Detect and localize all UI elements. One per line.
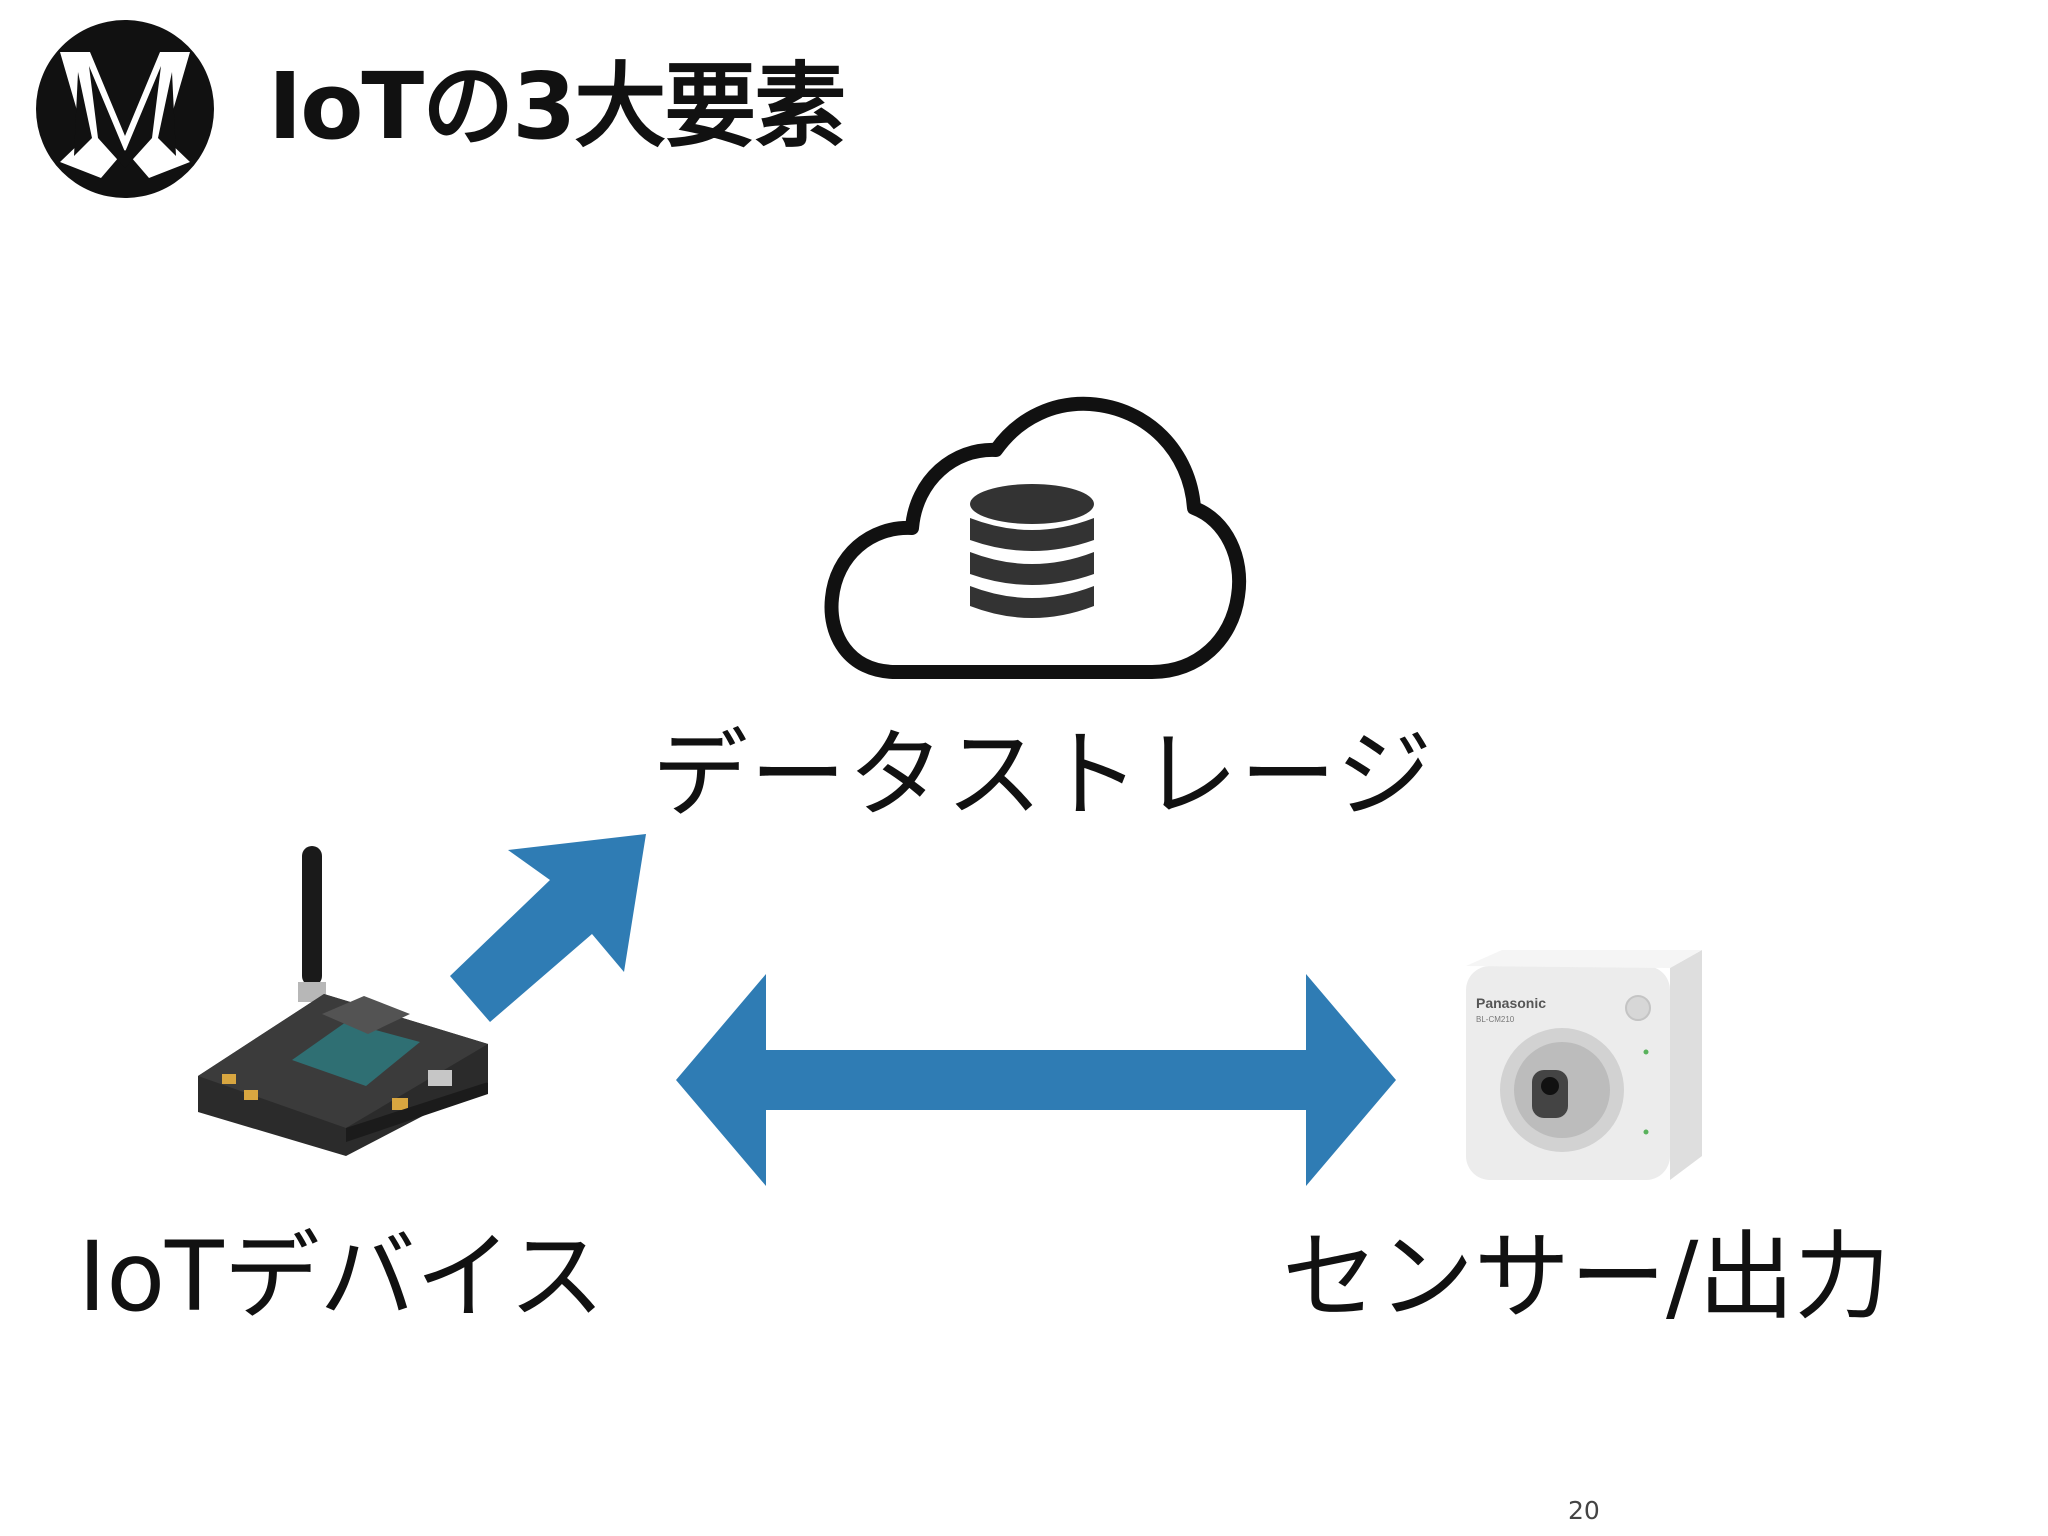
slide-title: IoTの3大要素 bbox=[268, 53, 846, 160]
sensor-label: センサー/出力 bbox=[1282, 1221, 1891, 1333]
device-label: IoTデバイス bbox=[78, 1221, 605, 1333]
storage-label: データストレージ bbox=[652, 719, 1435, 831]
camera-model: BL-CM210 bbox=[1476, 1015, 1515, 1024]
circuit-board-icon bbox=[198, 846, 488, 1156]
double-arrow-icon bbox=[676, 974, 1396, 1186]
network-camera-icon: Panasonic BL-CM210 bbox=[1466, 950, 1702, 1180]
arrow-up-right-icon bbox=[450, 834, 646, 1022]
m-logo-icon bbox=[36, 20, 214, 198]
page-number: 20 bbox=[1568, 1496, 1600, 1525]
camera-brand: Panasonic bbox=[1476, 995, 1546, 1011]
cloud-database-icon bbox=[824, 396, 1247, 679]
